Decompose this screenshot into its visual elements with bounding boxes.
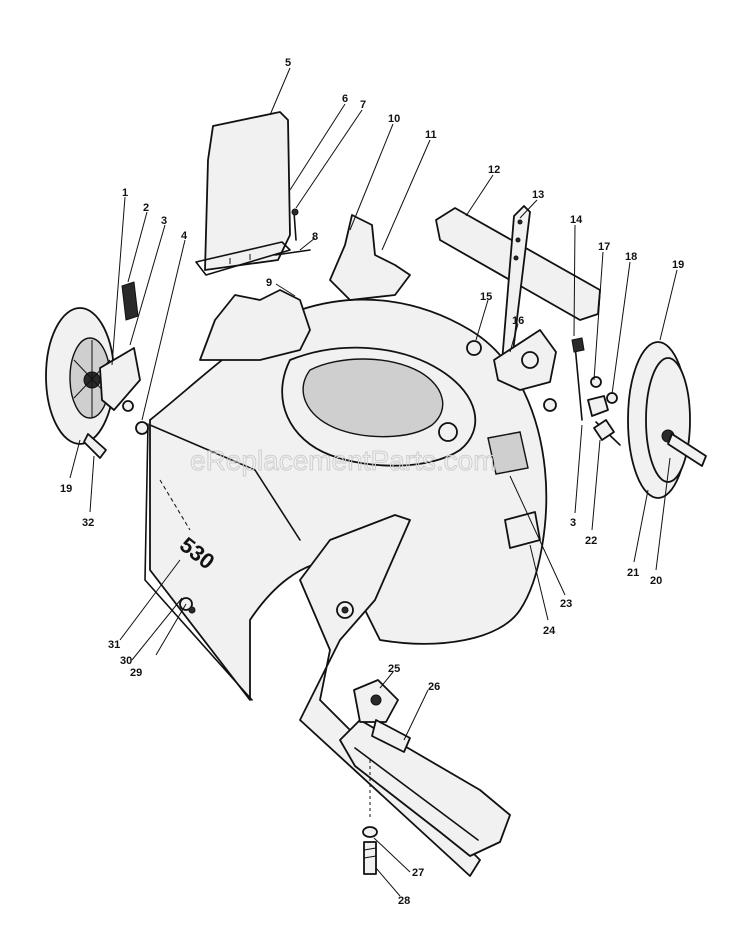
callout-28: 28 (398, 895, 410, 907)
callout-4: 4 (181, 230, 188, 242)
callout-9: 9 (266, 277, 272, 289)
right-axle-hardware (466, 337, 621, 446)
callout-20: 20 (650, 575, 662, 587)
leader-lines (69, 67, 678, 897)
callout-16: 16 (512, 315, 524, 327)
callout-30: 30 (120, 655, 132, 667)
callout-13: 13 (532, 189, 544, 201)
callout-19-left: 19 (60, 483, 72, 495)
callout-7: 7 (360, 99, 366, 111)
right-rear-wheel (627, 341, 707, 499)
left-axle-hardware (99, 281, 149, 435)
callout-23: 23 (560, 598, 572, 610)
callout-1: 1 (122, 187, 128, 199)
callout-11: 11 (425, 129, 437, 141)
callout-18: 18 (625, 251, 637, 263)
watermark: eReplacementParts.com (190, 445, 497, 476)
callout-15: 15 (480, 291, 492, 303)
callout-19-right: 19 (672, 259, 684, 271)
callout-27: 27 (412, 867, 424, 879)
callout-3-left: 3 (161, 215, 167, 227)
callout-10: 10 (388, 113, 400, 125)
callout-26: 26 (428, 681, 440, 693)
grass-deflector (195, 111, 291, 276)
callout-14: 14 (570, 214, 583, 226)
front-support-arm (299, 514, 481, 877)
callout-31: 31 (108, 639, 120, 651)
mower-deck-housing (144, 298, 548, 701)
blade-bolt-and-washer (362, 760, 378, 875)
callout-25: 25 (388, 663, 400, 675)
callout-21: 21 (627, 567, 639, 579)
callout-22: 22 (585, 535, 597, 547)
left-rear-wheel (45, 307, 115, 459)
blade-adapter (353, 679, 411, 753)
callout-labels: 5 6 7 10 11 12 13 14 17 18 19 8 9 15 16 … (60, 57, 684, 907)
height-adjust-lever (493, 205, 557, 391)
callout-32: 32 (82, 517, 94, 529)
callout-24: 24 (543, 625, 556, 637)
rear-deck-ridge (199, 214, 411, 361)
callout-3-right: 3 (570, 517, 576, 529)
callout-8: 8 (312, 231, 318, 243)
callout-6: 6 (342, 93, 348, 105)
deflector-hinge-hardware (274, 208, 311, 256)
callout-12: 12 (488, 164, 500, 176)
callout-17: 17 (598, 241, 610, 253)
callout-2: 2 (143, 202, 149, 214)
callout-5: 5 (285, 57, 291, 69)
callout-29: 29 (130, 667, 142, 679)
